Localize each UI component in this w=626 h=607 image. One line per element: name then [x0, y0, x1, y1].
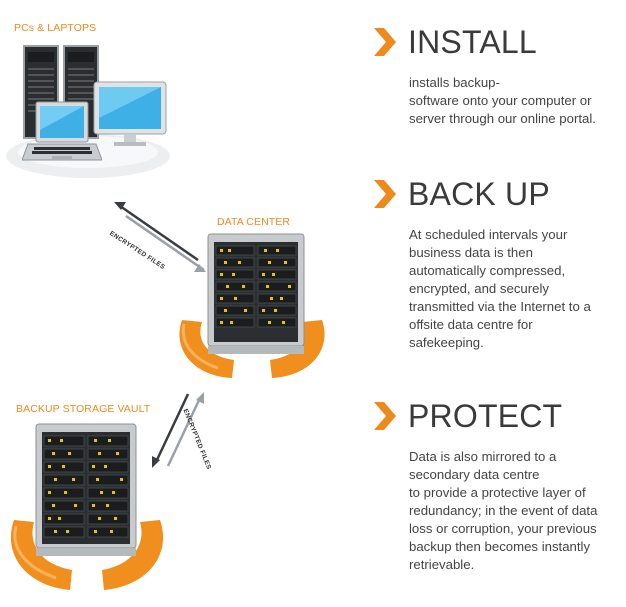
- step-line: encrypted, and securely: [409, 281, 550, 296]
- step-line: automatically compressed,: [409, 263, 566, 278]
- step-line: loss or corruption, your previous: [409, 521, 597, 536]
- step-header: BACK UP: [372, 174, 622, 214]
- step-line: backup then becomes instantly: [409, 539, 591, 554]
- step-line: Data is also mirrored to a: [409, 449, 557, 464]
- step-title: BACK UP: [408, 176, 550, 212]
- step-line: retrievable.: [409, 557, 475, 572]
- backup-storage-vault-label: BACKUP STORAGE VAULT: [16, 403, 151, 415]
- step-line: software onto your computer or: [409, 93, 592, 108]
- laptop-icon: [22, 101, 102, 161]
- chevron-right-icon: [374, 180, 396, 208]
- step-line: safekeeping.: [409, 335, 484, 350]
- step-line: offsite data centre for: [409, 317, 533, 332]
- step-line: server through our online portal.: [409, 111, 596, 126]
- step-description: Data is also mirrored to a secondary dat…: [409, 448, 624, 574]
- step-title: INSTALL: [408, 24, 537, 60]
- chevron-right-icon: [374, 402, 396, 430]
- step-title: PROTECT: [408, 398, 563, 434]
- step-line: redundancy; in the event of data: [409, 503, 598, 518]
- double-arrow-icon: [152, 392, 204, 468]
- step-line: transmitted via the Internet to a: [409, 299, 591, 314]
- step-back-up: BACK UP At scheduled intervals your busi…: [372, 174, 622, 354]
- server-rack-icon: [179, 233, 325, 378]
- step-description: At scheduled intervals your business dat…: [409, 226, 624, 352]
- chevron-right-icon: [374, 28, 396, 56]
- step-install: INSTALL installs backup- software onto y…: [372, 22, 622, 132]
- step-header: PROTECT: [372, 396, 622, 436]
- step-line: installs backup-: [409, 75, 500, 90]
- step-header: INSTALL: [372, 22, 622, 62]
- double-arrow-icon: [114, 202, 206, 272]
- step-line: business data is then: [409, 245, 533, 260]
- step-line: secondary data centre: [409, 467, 540, 482]
- step-line: to provide a protective layer of: [409, 485, 586, 500]
- step-line: At scheduled intervals your: [409, 227, 568, 242]
- step-protect: PROTECT Data is also mirrored to a secon…: [372, 396, 622, 586]
- data-center-label: DATA CENTER: [217, 216, 291, 228]
- backup-diagram: PCs & LAPTOPS: [6, 22, 325, 590]
- pcs-laptops-label: PCs & LAPTOPS: [14, 22, 97, 34]
- step-description: installs backup- software onto your comp…: [409, 74, 624, 128]
- server-rack-icon: [10, 423, 164, 590]
